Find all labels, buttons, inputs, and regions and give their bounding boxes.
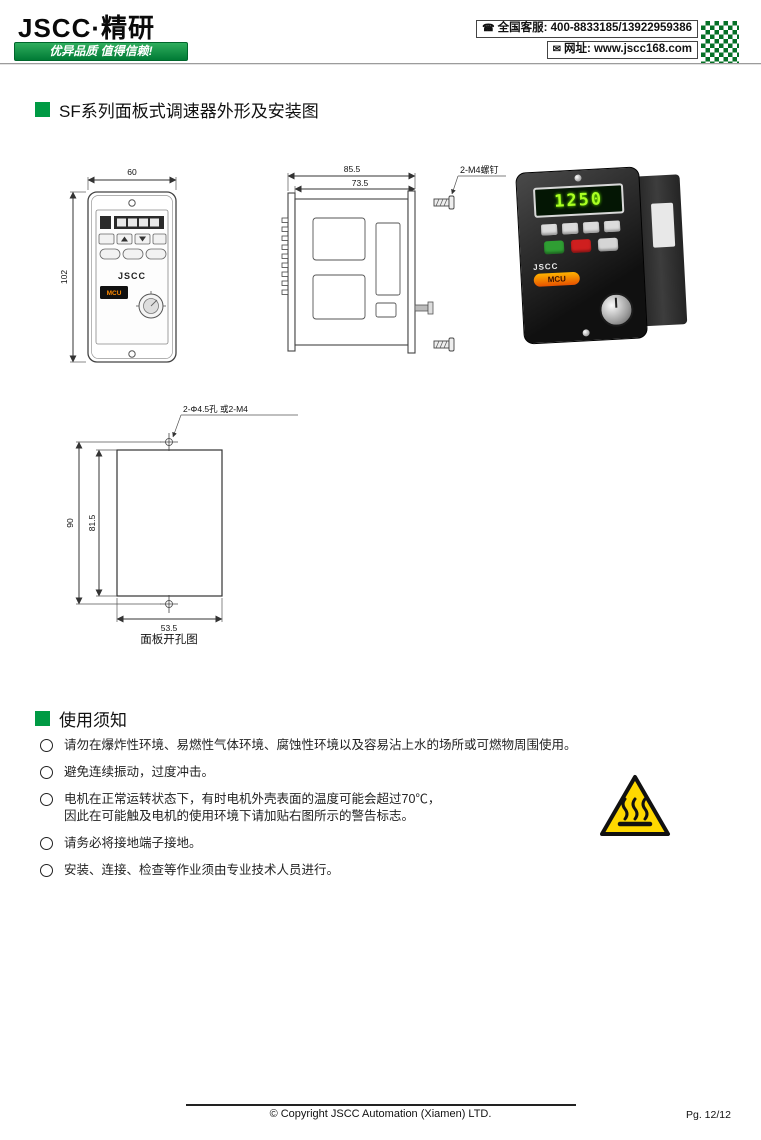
list-item: 请务必将接地端子接地。 [40, 835, 640, 853]
section-bullet-icon [35, 102, 50, 117]
footer-copyright: © Copyright JSCC Automation (Xiamen) LTD… [269, 1108, 492, 1120]
list-item: 安装、连接、检查等作业须由专业技术人员进行。 [40, 862, 640, 880]
hole-center-top-icon [160, 433, 178, 451]
usage-notes-list: 请勿在爆炸性环境、易燃性气体环境、腐蚀性环境以及容易沾上水的场所或可燃物周围使用… [40, 737, 640, 889]
front-width-dim: 60 [127, 167, 137, 177]
front-mcu-logo: MCU [107, 290, 122, 297]
down-arrow-icon [139, 236, 146, 242]
section-bullet-icon [35, 711, 50, 726]
photo-button-row-1 [519, 219, 641, 236]
page-number: Pg. 12/12 [686, 1109, 731, 1121]
note-text: 电机在正常运转状态下，有时电机外壳表面的温度可能会超过70℃， 因此在可能触及电… [64, 791, 441, 824]
front-view-drawing: 60 102 JSCC MCU [59, 167, 177, 363]
cutout-width-dim: 53.5 [161, 623, 178, 633]
list-item: 避免连续振动，过度冲击。 [40, 764, 640, 782]
up-arrow-icon [121, 236, 128, 242]
service-hotline: ☎全国客服: 400-8833185/13922959386 [476, 20, 698, 38]
photo-button-row-2 [520, 236, 643, 255]
note-text: 请务必将接地端子接地。 [64, 836, 202, 850]
run-button [543, 240, 565, 255]
model-label-sticker [650, 202, 676, 248]
led-display-value: 1250 [553, 189, 604, 212]
side-inner-dim: 73.5 [352, 178, 369, 188]
usage-section-title: 使用须知 [59, 711, 127, 730]
m4-screw-bottom-icon [433, 337, 455, 352]
photo-brand-text: JSCC [532, 261, 559, 273]
list-item: 电机在正常运转状态下，有时电机外壳表面的温度可能会超过70℃， 因此在可能触及电… [40, 791, 640, 827]
install-section-header: SF系列面板式调速器外形及安装图 [35, 97, 319, 122]
hot-surface-warning-icon [600, 775, 670, 836]
usage-section-header: 使用须知 [35, 706, 127, 731]
front-brand-text: JSCC [118, 271, 146, 281]
photo-mcu-badge: MCU [533, 271, 581, 288]
product-front-panel: 1250 JSCC MCU [515, 166, 648, 345]
m4-screw-top-icon [433, 195, 455, 210]
front-height-dim: 102 [59, 270, 69, 284]
retainer-teeth [281, 217, 289, 295]
screw-icon [574, 174, 582, 182]
button-row-2 [99, 248, 167, 260]
panel-cutout-drawing: 2-Φ4.5孔 或2-M4 90 81.5 53.5 面板开孔图 [65, 404, 298, 645]
cutout-caption: 面板开孔图 [140, 632, 198, 645]
led-display: 1250 [532, 183, 625, 218]
bullet-circle-icon [40, 765, 53, 779]
stop-button [570, 238, 592, 254]
install-section-title: SF系列面板式调速器外形及安装图 [59, 102, 319, 121]
website-text[interactable]: 网址: www.jscc168.com [563, 43, 692, 55]
contact-info: ☎全国客服: 400-8833185/13922959386 ✉网址: www.… [476, 20, 698, 59]
shaft [414, 304, 429, 312]
list-item: 请勿在爆炸性环境、易燃性气体环境、腐蚀性环境以及容易沾上水的场所或可燃物周围使用… [40, 737, 640, 755]
side-overall-dim: 85.5 [344, 164, 361, 174]
slogan-banner: 优异品质 值得信赖! [14, 42, 188, 61]
screw-icon [582, 329, 590, 337]
hole-center-bottom-icon [160, 595, 178, 613]
bullet-circle-icon [40, 837, 53, 850]
note-text: 安装、连接、检查等作业须由专业技术人员进行。 [64, 862, 340, 877]
speed-knob [598, 291, 635, 328]
mount-hole-top-icon [128, 199, 136, 207]
note-text: 请勿在爆炸性环境、易燃性气体环境、腐蚀性环境以及容易沾上水的场所或可燃物周围使用… [64, 738, 577, 752]
header-divider [0, 63, 761, 64]
cutout-outer-dim: 90 [65, 518, 75, 528]
bullet-circle-icon [40, 739, 53, 752]
note-text: 避免连续振动，过度冲击。 [64, 764, 215, 779]
website-box: ✉网址: www.jscc168.com [546, 41, 698, 59]
cutout-inner-dim: 81.5 [87, 514, 97, 531]
mail-icon: ✉ [552, 44, 561, 55]
fwd-button [597, 237, 619, 252]
cutout-hole-label: 2-Φ4.5孔 或2-M4 [183, 404, 248, 414]
side-view-drawing: 85.5 73.5 [281, 164, 506, 354]
screw-callout-label: 2-M4螺钉 [460, 165, 499, 175]
checker-pattern-icon [701, 21, 739, 65]
phone-icon: ☎ [482, 23, 495, 34]
bullet-circle-icon [40, 863, 53, 877]
company-logo: JSCC·精研 [18, 13, 156, 43]
bullet-circle-icon [40, 792, 53, 806]
service-text: 全国客服: 400-8833185/13922959386 [497, 22, 692, 34]
product-photo: 1250 JSCC MCU [515, 163, 705, 362]
mount-hole-bottom-icon [128, 350, 136, 358]
footer-divider [186, 1104, 576, 1106]
